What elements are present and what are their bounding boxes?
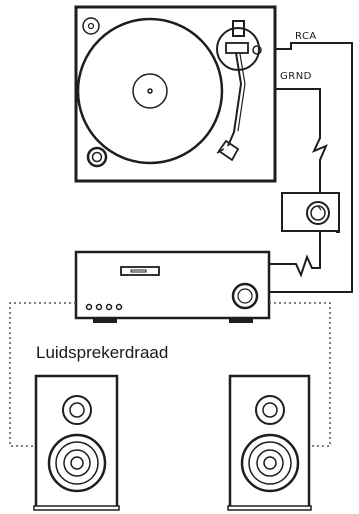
speaker-wire-left (9, 302, 76, 447)
turntable-start-button (86, 146, 108, 168)
tonearm (227, 52, 243, 147)
label-ground: GRND (280, 71, 312, 82)
amplifier-feet (93, 318, 253, 323)
turntable-corner-knob-top (82, 17, 100, 35)
speaker-left-tweeter (62, 395, 92, 425)
speaker-left-woofer (47, 433, 107, 493)
turntable (74, 5, 277, 183)
speaker-left (33, 374, 120, 511)
rca-cable (270, 42, 353, 293)
amplifier-body (74, 250, 271, 320)
speaker-wire-right (269, 302, 331, 447)
tonearm-counterweight (232, 20, 245, 37)
speaker-wires (9, 302, 331, 447)
speaker-right (227, 374, 312, 511)
turntable-record-label (132, 73, 168, 109)
speaker-right-tweeter (255, 395, 285, 425)
ground-cable (270, 88, 328, 278)
tonearm-rest (252, 45, 262, 55)
speaker-right-woofer (240, 433, 300, 493)
phono-preamp (281, 192, 340, 232)
label-rca: RCA (295, 31, 317, 42)
amplifier (74, 250, 271, 323)
turntable-platter (76, 17, 224, 165)
tonearm-headshell (217, 139, 240, 162)
amplifier-volume-knob (231, 282, 259, 310)
phono-preamp-knob (306, 201, 330, 225)
turntable-spindle (147, 88, 153, 94)
amplifier-buttons (85, 303, 123, 311)
amplifier-display (120, 266, 160, 276)
turntable-body (74, 5, 277, 183)
label-speaker-wire: Luidsprekerdraad (36, 343, 168, 362)
